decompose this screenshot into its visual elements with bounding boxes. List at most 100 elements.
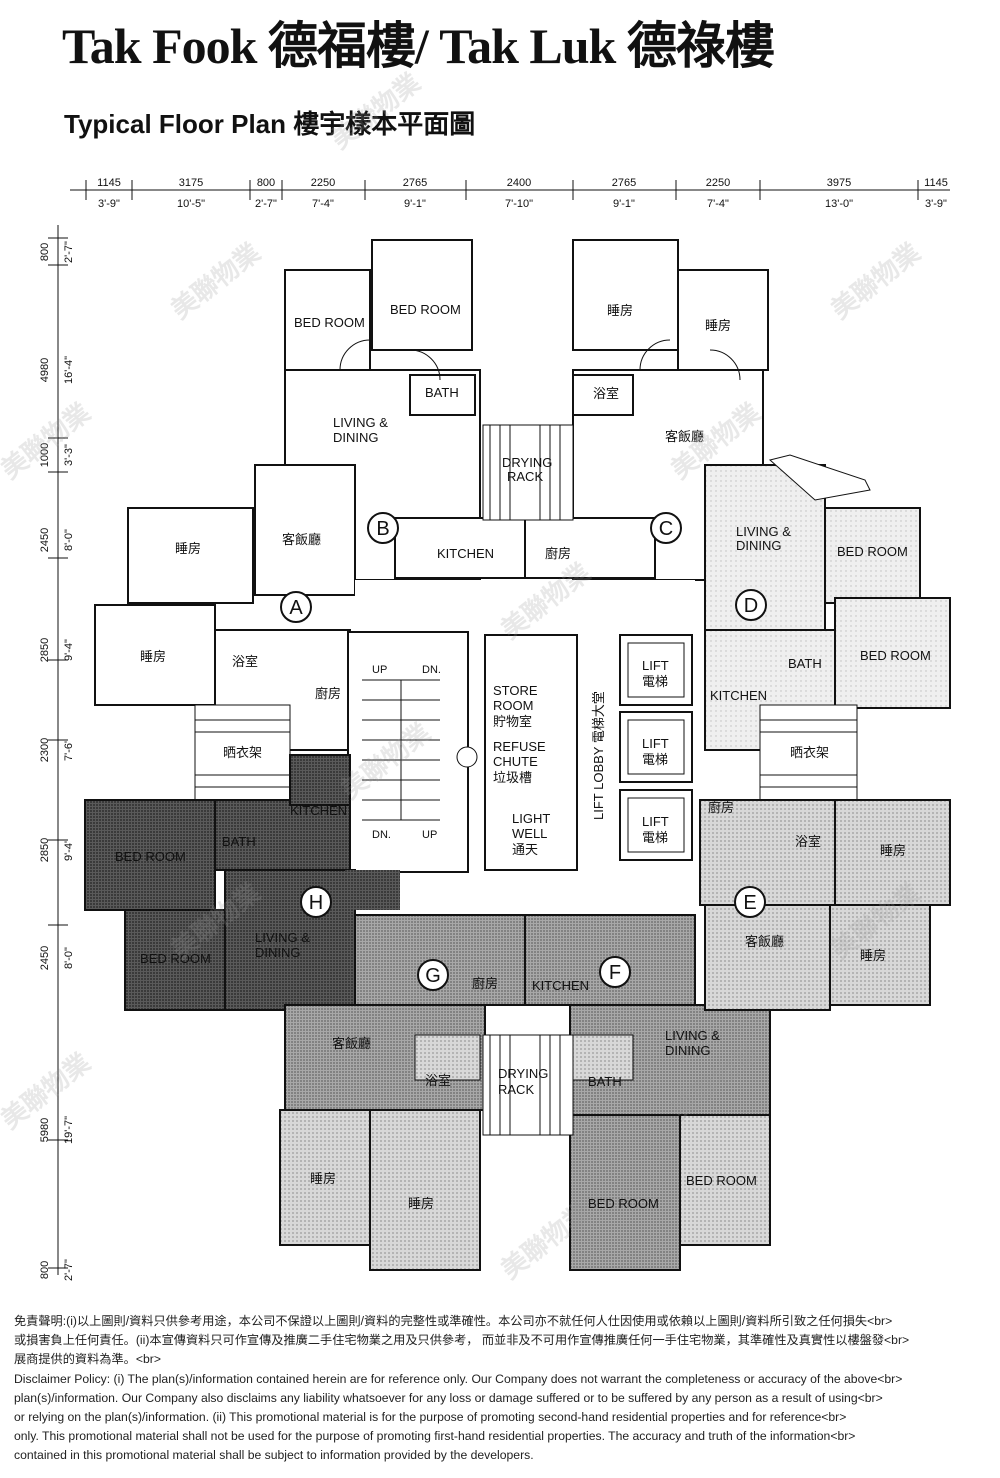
label-e-bedroom-2: 睡房 xyxy=(860,948,886,963)
dim-left-7-ft: 9'-4" xyxy=(63,839,75,861)
unit-h xyxy=(84,754,400,1011)
dim-top-3-mm: 800 xyxy=(257,177,275,189)
label-stair-dn-2: DN. xyxy=(372,829,391,841)
label-c-bath: 浴室 xyxy=(593,386,619,401)
label-e-bath: 浴室 xyxy=(795,834,821,849)
dim-top-7-ft: 9'-1" xyxy=(613,198,635,210)
dim-top-5-mm: 2765 xyxy=(403,177,427,189)
dim-left-10-mm: 800 xyxy=(39,1261,51,1279)
dim-left-5-ft: 9'-4" xyxy=(63,639,75,661)
label-g-kitchen: 廚房 xyxy=(472,976,498,991)
top-dimension-labels: 1145 3'-9" 3175 10'-5" 800 2'-7" 2250 7'… xyxy=(97,177,948,210)
unit-a xyxy=(94,464,356,801)
disclaimer-line: 展商提供的資料為準。<br> xyxy=(14,1352,161,1367)
label-drying-top-2: RACK xyxy=(507,469,543,484)
disclaimer-line: or relying on the plan(s)/information. (… xyxy=(14,1410,847,1425)
label-h-bath: BATH xyxy=(222,834,256,849)
dim-top-5-ft: 9'-1" xyxy=(404,198,426,210)
svg-text:美聯物業: 美聯物業 xyxy=(165,237,266,325)
dim-left-2-ft: 16'-4" xyxy=(63,356,75,384)
dim-top-9-ft: 13'-0" xyxy=(825,198,853,210)
dim-left-1-mm: 800 xyxy=(39,243,51,261)
dim-left-10-ft: 2'-7" xyxy=(63,1259,75,1281)
label-h-living-1: LIVING & xyxy=(255,930,310,945)
dim-left-8-mm: 2450 xyxy=(39,946,51,970)
dim-top-2-mm: 3175 xyxy=(179,177,203,189)
label-a-drying: 晒衣架 xyxy=(223,745,262,760)
label-d-bath: BATH xyxy=(788,656,822,671)
drying-rack-top xyxy=(482,424,574,521)
disclaimer-line: 免責聲明:(i)以上圖則/資料只供參考用途，本公司不保證以上圖則/資料的完整性或… xyxy=(14,1314,893,1328)
label-f-bedroom-1: BED ROOM xyxy=(588,1196,659,1211)
label-light-well-1: LIGHT xyxy=(512,811,550,826)
label-c-bedroom-2: 睡房 xyxy=(705,318,731,333)
label-drying-bottom-2: RACK xyxy=(498,1082,534,1097)
unit-markers: A B C D E F G H xyxy=(280,512,767,991)
dim-top-9-mm: 3975 xyxy=(827,177,851,189)
label-f-bedroom-2: BED ROOM xyxy=(686,1173,757,1188)
label-b-bedroom-2: BED ROOM xyxy=(390,302,461,317)
label-c-living: 客飯廳 xyxy=(665,429,704,444)
dim-top-1-ft: 3'-9" xyxy=(98,198,120,210)
dim-left-9-ft: 19'-7" xyxy=(63,1116,75,1144)
dim-top-8-mm: 2250 xyxy=(706,177,730,189)
svg-text:D: D xyxy=(744,595,758,617)
dim-left-1-ft: 2'-7" xyxy=(63,241,75,263)
label-light-well-2: WELL xyxy=(512,826,547,841)
dim-left-4-mm: 2450 xyxy=(39,528,51,552)
dim-left-5-mm: 2850 xyxy=(39,638,51,662)
drying-rack-d-lines xyxy=(760,719,857,788)
svg-text:C: C xyxy=(659,518,673,540)
unit-marker-a: A xyxy=(280,591,312,623)
unit-e xyxy=(699,799,951,1011)
label-d-kitchen: KITCHEN xyxy=(710,688,767,703)
label-b-living-1: LIVING & xyxy=(333,415,388,430)
unit-marker-f: F xyxy=(599,956,631,988)
dim-left-3-mm: 1000 xyxy=(39,443,51,467)
unit-marker-c: C xyxy=(650,512,682,544)
svg-text:美聯物業: 美聯物業 xyxy=(825,237,926,325)
label-a-bedroom-2: 睡房 xyxy=(140,649,166,664)
disclaimer-line: only. This promotional material shall no… xyxy=(14,1429,856,1444)
disclaimer-line: Disclaimer Policy: (i) The plan(s)/infor… xyxy=(14,1371,903,1386)
dim-top-7-mm: 2765 xyxy=(612,177,636,189)
drying-rack-a-lines xyxy=(195,719,290,788)
label-g-bedroom-2: 睡房 xyxy=(408,1196,434,1211)
label-stair-up-2: UP xyxy=(422,829,437,841)
label-d-living-2: DINING xyxy=(736,538,782,553)
disclaimer-line: 或損害負上任何責任。(ii)本宣傳資料只可作宣傳及推廣二手住宅物業之用及只供參考… xyxy=(14,1333,910,1348)
label-h-bedroom-2: BED ROOM xyxy=(140,951,211,966)
unit-f xyxy=(524,914,771,1271)
unit-marker-g: G xyxy=(417,959,449,991)
label-refuse-2: CHUTE xyxy=(493,754,538,769)
left-dimension-line xyxy=(48,225,68,1275)
label-c-bedroom-1: 睡房 xyxy=(607,303,633,318)
dim-top-3-ft: 2'-7" xyxy=(255,198,277,210)
label-c-kitchen: 廚房 xyxy=(545,546,571,561)
label-e-living: 客飯廳 xyxy=(745,934,784,949)
core xyxy=(347,580,695,910)
label-drying-top-1: DRYING xyxy=(502,455,552,470)
disclaimer-line: contained in this promotional material s… xyxy=(14,1448,534,1463)
label-e-kitchen: 廚房 xyxy=(708,800,734,815)
top-dimension-line xyxy=(70,180,950,200)
dim-left-6-ft: 7'-6" xyxy=(63,739,75,761)
dim-left-7-mm: 2850 xyxy=(39,838,51,862)
disclaimer: 免責聲明:(i)以上圖則/資料只供參考用途，本公司不保證以上圖則/資料的完整性或… xyxy=(14,1312,989,1466)
svg-text:F: F xyxy=(609,962,621,984)
label-lift-2: LIFT xyxy=(642,736,669,751)
label-g-living: 客飯廳 xyxy=(332,1036,371,1051)
staircase-treads xyxy=(362,679,478,821)
label-lift-lobby: LIFT LOBBY 電梯大堂 xyxy=(591,691,606,820)
label-refuse-cn: 垃圾槽 xyxy=(493,770,532,785)
label-b-living-2: DINING xyxy=(333,430,379,445)
label-g-bedroom-1: 睡房 xyxy=(310,1171,336,1186)
label-d-bedroom-2: BED ROOM xyxy=(860,648,931,663)
left-dimension-labels: 800 2'-7" 4980 16'-4" 1000 3'-3" 2450 8'… xyxy=(39,241,75,1281)
label-h-kitchen: KITCHEN xyxy=(290,803,347,818)
unit-marker-d: D xyxy=(735,589,767,621)
label-h-living-2: DINING xyxy=(255,945,301,960)
label-stair-dn-1: DN. xyxy=(422,664,441,676)
label-store-cn: 貯物室 xyxy=(493,714,532,729)
